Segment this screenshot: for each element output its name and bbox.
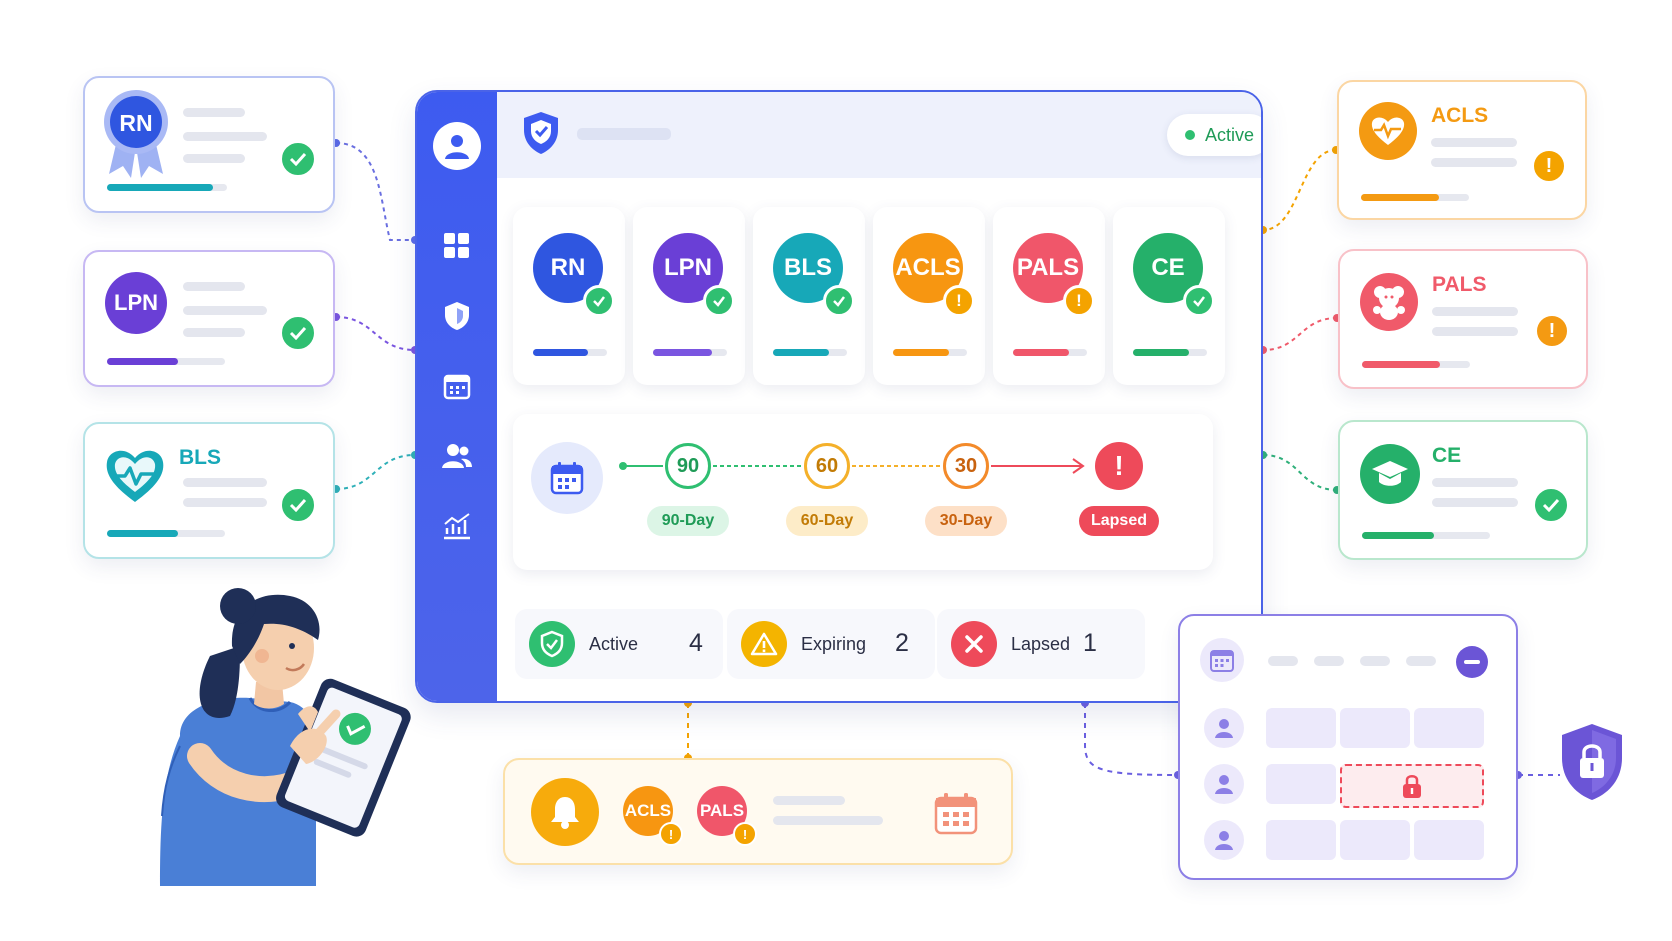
warning-icon: ! [1534, 313, 1570, 349]
check-icon [279, 314, 317, 352]
stat-active[interactable]: Active 4 [515, 609, 723, 679]
check-icon [823, 285, 855, 317]
check-icon [703, 285, 735, 317]
top-bar: Active [497, 92, 1261, 178]
timeline-pill-90: 90-Day [647, 506, 729, 536]
teddy-bear-icon [1360, 273, 1418, 331]
calendar-icon[interactable] [441, 370, 473, 402]
locked-shift-cell[interactable] [1340, 764, 1484, 808]
credential-card-bls[interactable]: BLS [83, 422, 335, 559]
card-title: BLS [179, 446, 221, 469]
status-chip-label: Active [1205, 124, 1255, 145]
warning-icon: ! [943, 285, 975, 317]
heart-pulse-icon [1359, 102, 1417, 160]
shield-check-icon [529, 621, 575, 667]
stat-expiring[interactable]: Expiring 2 [727, 609, 935, 679]
ribbon-badge-icon [104, 90, 168, 178]
credential-tile-bls[interactable]: BLS [753, 207, 865, 385]
main-window: Active RN LPN BLS ACLS ! PALS ! [415, 90, 1263, 703]
timeline-step-60[interactable]: 60 [804, 443, 850, 489]
user-icon [1204, 708, 1244, 748]
check-icon [279, 486, 317, 524]
shield-logo-icon [524, 112, 558, 154]
schedule-cell[interactable] [1266, 708, 1336, 748]
calendar-icon [1200, 638, 1244, 682]
timeline-step-30[interactable]: 30 [943, 443, 989, 489]
status-dot [1185, 130, 1195, 140]
stat-count: 2 [895, 629, 909, 657]
stat-count: 4 [689, 629, 703, 657]
credential-tile-ce[interactable]: CE [1113, 207, 1225, 385]
chart-icon[interactable] [441, 510, 473, 542]
lock-icon [1403, 775, 1421, 798]
schedule-cell[interactable] [1414, 820, 1484, 860]
heart-pulse-icon [106, 450, 164, 502]
credential-tile-lpn[interactable]: LPN [633, 207, 745, 385]
stat-label: Lapsed [1011, 634, 1071, 654]
status-chip[interactable]: Active [1167, 114, 1261, 156]
lapsed-alert-icon: ! [1095, 442, 1143, 490]
card-title: PALS [1432, 273, 1487, 296]
credential-card-rn[interactable]: RN [83, 76, 335, 213]
calendar-icon [531, 442, 603, 514]
credential-card-pals[interactable]: PALS ! [1338, 249, 1588, 389]
timeline-pill-60: 60-Day [786, 506, 868, 536]
credential-tile-acls[interactable]: ACLS ! [873, 207, 985, 385]
credential-card-acls[interactable]: ACLS ! [1337, 80, 1587, 220]
card-title: ACLS [1431, 104, 1489, 127]
warning-icon: ! [1063, 285, 1095, 317]
renewal-timeline: 90 60 30 ! 90-Day 60-Day 30-Day Lapsed [513, 414, 1213, 570]
warning-icon: ! [733, 822, 757, 846]
user-icon [1204, 820, 1244, 860]
shield-icon[interactable] [441, 300, 473, 332]
check-icon [279, 140, 317, 178]
card-badge-label: LPN [105, 272, 167, 334]
credential-badge: ACLS [893, 233, 963, 303]
credential-tile-pals[interactable]: PALS ! [993, 207, 1105, 385]
schedule-cell[interactable] [1266, 820, 1336, 860]
credential-card-ce[interactable]: CE [1338, 420, 1588, 560]
card-badge-label: RN [119, 110, 153, 136]
warning-icon: ! [659, 822, 683, 846]
credential-badge: PALS [1013, 233, 1083, 303]
stat-lapsed[interactable]: Lapsed 1 [937, 609, 1145, 679]
schedule-cell[interactable] [1340, 708, 1410, 748]
x-icon [951, 621, 997, 667]
check-icon [583, 285, 615, 317]
warning-icon: ! [1531, 148, 1567, 184]
timeline-pill-30: 30-Day [925, 506, 1007, 536]
credential-card-lpn[interactable]: LPN [83, 250, 335, 387]
schedule-cell[interactable] [1414, 708, 1484, 748]
schedule-cell[interactable] [1266, 764, 1336, 804]
expiry-alert-panel[interactable]: ACLS ! PALS ! [503, 758, 1013, 865]
timeline-track [619, 458, 1085, 474]
graduation-cap-icon [1360, 444, 1420, 504]
check-icon [1183, 285, 1215, 317]
timeline-pill-lapsed: Lapsed [1079, 506, 1159, 536]
timeline-step-90[interactable]: 90 [665, 443, 711, 489]
credential-tile-rn[interactable]: RN [513, 207, 625, 385]
sidebar [417, 92, 497, 701]
calendar-icon [934, 793, 978, 835]
user-icon [1204, 764, 1244, 804]
users-icon[interactable] [441, 440, 473, 472]
shield-lock-icon [1562, 724, 1622, 800]
check-icon [1532, 486, 1570, 524]
warning-icon [741, 621, 787, 667]
stat-label: Active [589, 634, 639, 654]
remove-icon[interactable] [1456, 646, 1488, 678]
bell-icon [531, 778, 599, 846]
stat-count: 1 [1083, 629, 1097, 657]
profile-avatar-icon[interactable] [433, 122, 481, 170]
schedule-cell[interactable] [1340, 820, 1410, 860]
nurse-with-tablet-illustration [160, 588, 411, 886]
card-title: CE [1432, 444, 1462, 467]
stat-label: Expiring [801, 634, 867, 654]
dashboard-icon[interactable] [441, 230, 473, 262]
schedule-lock-panel[interactable] [1178, 614, 1518, 880]
